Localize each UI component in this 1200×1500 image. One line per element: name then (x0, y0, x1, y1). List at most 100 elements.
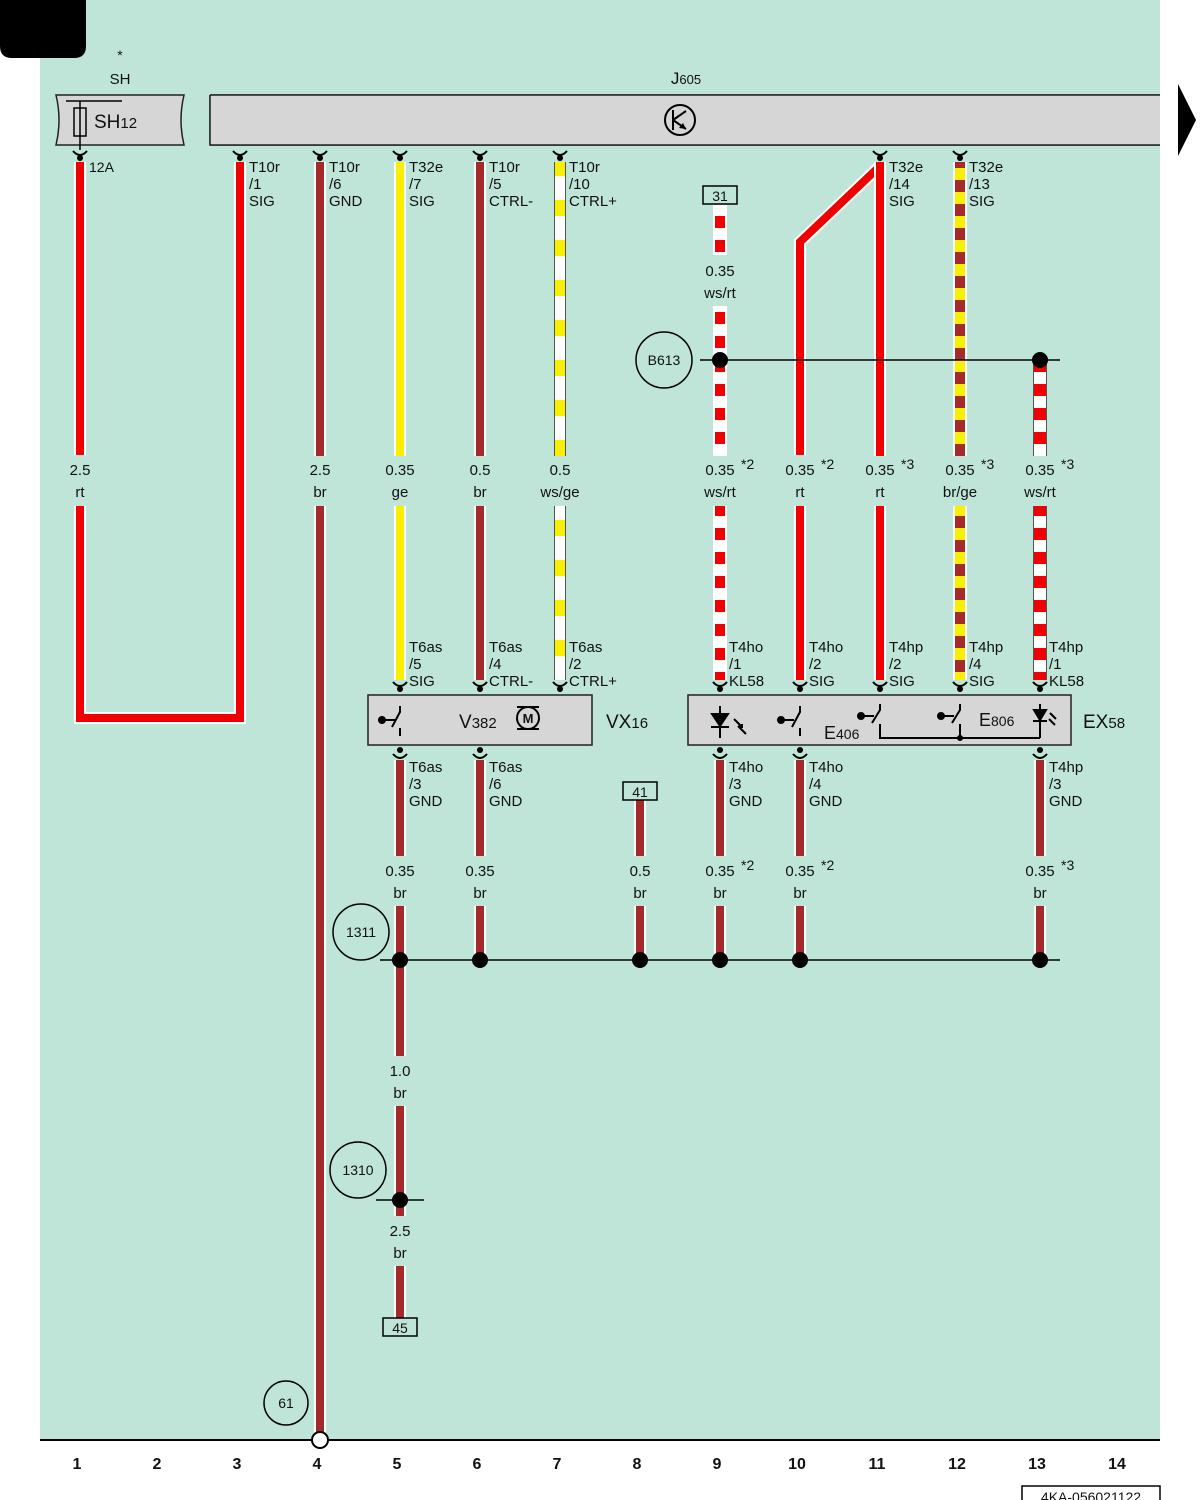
switch-e406-label: E406 (824, 723, 860, 743)
pin-label-r10-0: T4ho (809, 759, 843, 776)
pin-label-p3-0: T10r (249, 159, 280, 176)
pin-label-p4-2: GND (329, 193, 363, 210)
wire-note-w11: *3 (901, 456, 914, 472)
led-icon (710, 706, 747, 738)
wire-col13-wsrt (1033, 360, 1047, 680)
pin-label-p6-2: CTRL- (489, 193, 533, 210)
pin-label-p3-1: /1 (249, 176, 262, 193)
switch-col11-icon (857, 704, 1040, 739)
column-number-4: 4 (313, 1456, 322, 1473)
svg-text:41: 41 (632, 784, 648, 800)
splice-b613-b (1032, 352, 1048, 368)
pin-label-r9-1: /3 (729, 776, 742, 793)
doc-number: 4KA-056021122 (1041, 1489, 1141, 1500)
svg-text:B613: B613 (648, 352, 681, 368)
wire-gauge-w9: 0.35 (705, 462, 734, 479)
splice-1310 (392, 1192, 408, 1208)
pin-label-q7-0: T6as (569, 639, 602, 656)
pin-label-r13-0: T4hp (1049, 759, 1083, 776)
fuse-box: SH12 (55, 94, 185, 150)
pin-label-p12-2: SIG (969, 193, 995, 210)
pin-label-p12-1: /13 (969, 176, 990, 193)
ground-wires (394, 760, 1046, 1318)
pin-label-p6-0: T10r (489, 159, 520, 176)
pin-label-r13-1: /3 (1049, 776, 1062, 793)
splices-1311 (392, 952, 1048, 968)
pin-label-p7-0: T10r (569, 159, 600, 176)
wire-gauge-g9: 0.35 (705, 863, 734, 880)
wire-color-g13: br (1033, 885, 1046, 902)
wire-gauge-g10: 0.35 (785, 863, 814, 880)
svg-text:1311: 1311 (346, 924, 376, 940)
pin-label-r9-2: GND (729, 793, 763, 810)
wire-color-w9: ws/rt (703, 484, 736, 501)
column-number-1: 1 (73, 1456, 82, 1473)
pin-label-q13-2: KL58 (1049, 673, 1084, 690)
pin-label-r5-1: /3 (409, 776, 422, 793)
module-ex58-label: EX58 (1083, 712, 1125, 733)
wire-col1-rt (74, 162, 246, 724)
column-number-6: 6 (473, 1456, 482, 1473)
wire-color-g8: br (633, 885, 646, 902)
wire-note-g10: *2 (821, 857, 834, 873)
wire-color-w10: rt (795, 484, 805, 501)
column-number-11: 11 (869, 1456, 886, 1473)
pin-label-q13-0: T4hp (1049, 639, 1083, 656)
wire-color-w5: ge (392, 484, 409, 501)
pin-label-q9-2: KL58 (729, 673, 764, 690)
ref-box-41: 41 (622, 781, 658, 801)
pin-label-p5-1: /7 (409, 176, 422, 193)
pin-label-q12-2: SIG (969, 673, 995, 690)
top-star: * (117, 47, 123, 63)
svg-text:45: 45 (392, 1320, 408, 1336)
wire-gauge-m2: 2.5 (390, 1223, 411, 1240)
wire-gauge-w4: 2.5 (310, 462, 331, 479)
column-number-12: 12 (948, 1456, 966, 1473)
wire-note-g9: *2 (741, 857, 754, 873)
pin-label-r10-1: /4 (809, 776, 822, 793)
pin-label-q10-2: SIG (809, 673, 835, 690)
wire-color-w7: ws/ge (539, 484, 579, 501)
column-number-8: 8 (633, 1456, 642, 1473)
wire-color-m2: br (393, 1245, 406, 1262)
svg-text:61: 61 (278, 1395, 294, 1411)
module-vx16-label: VX16 (606, 712, 648, 733)
motor-icon: M (516, 706, 540, 730)
wire-color-g9: br (713, 885, 726, 902)
pin-label-p5-2: SIG (409, 193, 435, 210)
pin-label-r5-0: T6as (409, 759, 442, 776)
corner-tab (0, 0, 86, 58)
wire-gauge-w5: 0.35 (385, 462, 414, 479)
pin-label-p11-0: T32e (889, 159, 923, 176)
pin-label-p5-0: T32e (409, 159, 443, 176)
wire-color-w11: rt (875, 484, 885, 501)
pin-label-p11-2: SIG (889, 193, 915, 210)
column-number-14: 14 (1108, 1456, 1126, 1473)
pin-label-p12-0: T32e (969, 159, 1003, 176)
pin-label-p4-1: /6 (329, 176, 342, 193)
svg-text:31: 31 (712, 188, 728, 204)
switch-e806-icon (937, 704, 961, 724)
fuse-group-label: SH (110, 71, 131, 88)
wire-color-w9top: ws/rt (703, 285, 736, 302)
wire-col7-wsge (554, 162, 566, 680)
pin-label-q12-0: T4hp (969, 639, 1003, 656)
column-number-10: 10 (788, 1456, 806, 1473)
wire-color-g6: br (473, 885, 486, 902)
pin-label-p4-0: T10r (329, 159, 360, 176)
pin-label-r10-2: GND (809, 793, 843, 810)
ex58-internal-splice (957, 735, 963, 741)
wire-gauge-m1: 1.0 (390, 1063, 411, 1080)
module-ex58: E406 E806 (687, 694, 1072, 746)
column-number-3: 3 (233, 1456, 242, 1473)
wire-color-w4: br (313, 484, 326, 501)
svg-text:M: M (523, 711, 534, 726)
pin-label-q12-1: /4 (969, 656, 982, 673)
switch-e406-icon (777, 706, 801, 736)
pin-label-r9-0: T4ho (729, 759, 763, 776)
pin-label-q6-2: CTRL- (489, 673, 533, 690)
pin-label-q9-1: /1 (729, 656, 742, 673)
module-vx16: V382 M (367, 694, 593, 746)
pin-label-r6-1: /6 (489, 776, 502, 793)
wire-note-w10: *2 (821, 456, 834, 472)
